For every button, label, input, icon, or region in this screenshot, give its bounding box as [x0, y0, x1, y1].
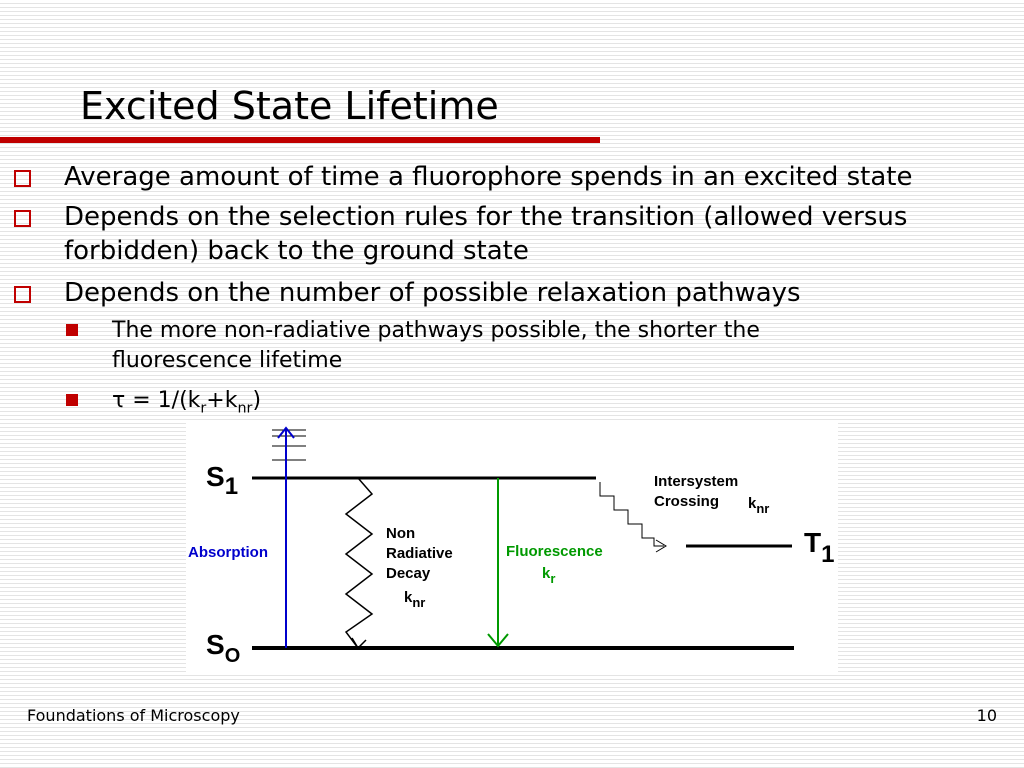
- absorption-arrowhead: [277, 426, 295, 439]
- equation-subscript-r: r: [200, 400, 207, 417]
- tau-symbol: τ: [112, 388, 126, 413]
- footer-course-title: Foundations of Microscopy: [27, 706, 240, 725]
- nonradiative-label-line2: Radiative: [386, 545, 453, 562]
- jablonski-diagram: S1 SO T1 Absorption Non Radiative Decay …: [186, 422, 838, 672]
- isc-label-line1: Intersystem: [654, 473, 738, 490]
- slide-title: Excited State Lifetime: [80, 84, 499, 128]
- absorption-label: Absorption: [188, 544, 268, 561]
- subbullet-nonradiative-line2: fluorescence lifetime: [112, 348, 343, 373]
- bullet-average-time: Average amount of time a fluorophore spe…: [14, 162, 913, 192]
- kr-label: kr: [542, 565, 555, 586]
- subbullet-lifetime-equation: τ = 1/(kr+knr): [65, 386, 262, 423]
- isc-knr-label: knr: [748, 495, 769, 516]
- bullet-selection-rules-line2: forbidden) back to the ground state: [64, 236, 529, 266]
- fluorescence-label: Fluorescence: [506, 543, 603, 560]
- equation-text: = 1/(k: [125, 388, 201, 413]
- equation-subscript-nr: nr: [237, 400, 253, 417]
- nonradiative-label-line1: Non: [386, 525, 415, 542]
- bullet-relaxation-pathways: Depends on the number of possible relaxa…: [14, 278, 801, 308]
- footer-page-number: 10: [976, 706, 997, 725]
- jablonski-svg: S1 SO T1 Absorption Non Radiative Decay …: [188, 426, 834, 667]
- bullet-selection-rules-line1: Depends on the selection rules for the t…: [64, 202, 908, 232]
- t1-label: T1: [804, 527, 834, 568]
- bullet-selection-rules: Depends on the selection rules for the t…: [13, 200, 908, 268]
- s1-label: S1: [206, 461, 238, 500]
- isc-staircase: [599, 482, 664, 547]
- fluorescence-arrowhead: [487, 633, 509, 648]
- equation-close: ): [252, 388, 262, 413]
- subbullet-nonradiative: The more non-radiative pathways possible…: [66, 316, 760, 376]
- nonradiative-zigzag: [344, 477, 374, 649]
- isc-label-line2: Crossing: [654, 493, 719, 510]
- title-underline: [0, 137, 600, 143]
- subbullet-nonradiative-line1: The more non-radiative pathways possible…: [112, 318, 760, 343]
- knr-label: knr: [404, 589, 425, 610]
- nonradiative-arrowhead: [351, 637, 367, 650]
- isc-arrowhead: [655, 539, 667, 553]
- nonradiative-label-line3: Decay: [386, 565, 431, 582]
- s0-label: SO: [206, 629, 240, 667]
- equation-plus: +k: [206, 388, 238, 413]
